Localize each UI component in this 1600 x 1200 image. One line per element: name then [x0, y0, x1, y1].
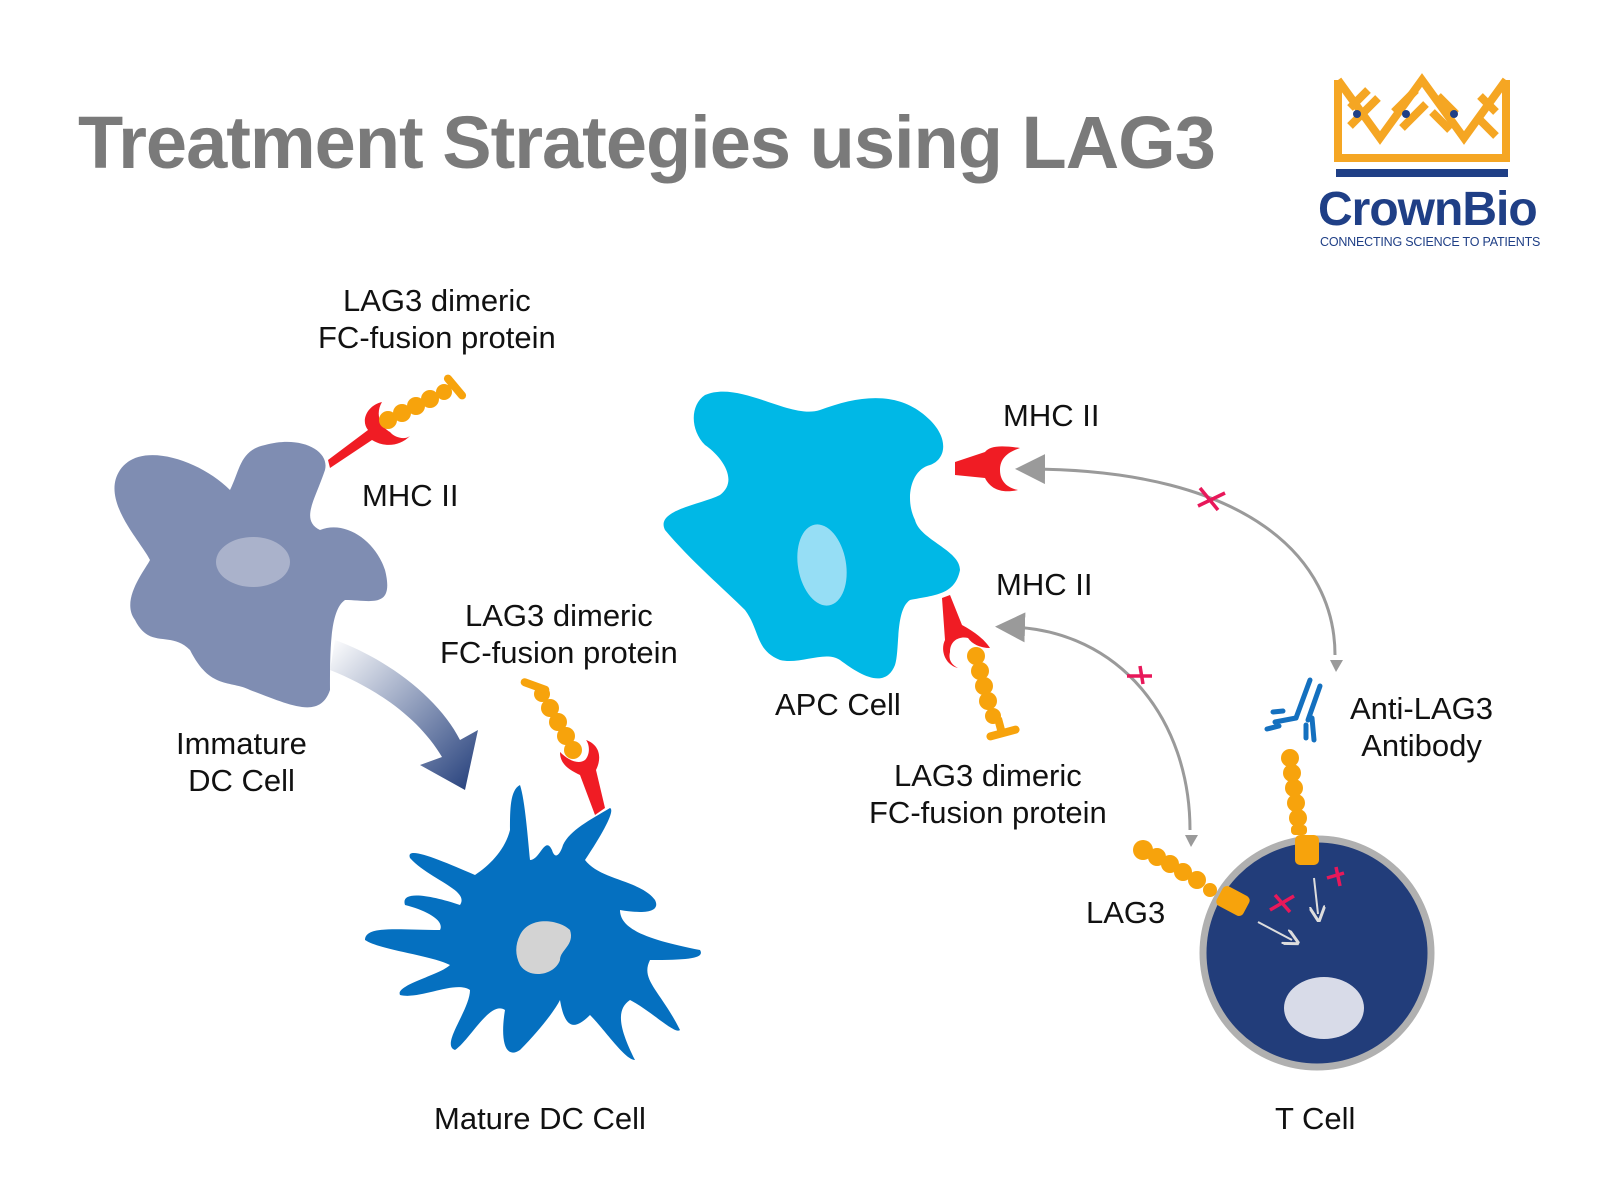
signal-arrow [1257, 921, 1292, 940]
label-line: FC-fusion protein [869, 795, 1107, 830]
label-line: Anti-LAG3 [1350, 691, 1494, 726]
mature-dc-cell [365, 785, 701, 1060]
label-line: FC-fusion protein [318, 320, 556, 355]
crown-base-bar [1336, 169, 1508, 177]
mhc-ii-receptor [955, 446, 1020, 492]
lag3-receptor [1133, 840, 1250, 916]
lag3-fusion-protein-top [379, 374, 467, 429]
lag3-fusion-protein-apc [967, 647, 1020, 741]
crown-dot-icon [1450, 110, 1458, 118]
block-x-icon [1197, 486, 1226, 512]
crownbio-crown-logo [1334, 73, 1510, 177]
anti-lag3-antibody-icon [1264, 677, 1323, 743]
maturation-arrow [330, 640, 478, 790]
label-line: DC Cell [188, 763, 295, 798]
block-x-icon [1269, 893, 1295, 914]
lag3-fusion-protein-mid [520, 678, 582, 759]
mature-dc-nucleus [516, 921, 572, 975]
label-mhc-ii-apc-bottom: MHC II [996, 567, 1093, 602]
label-fusion-protein-top: LAG3 dimeric FC-fusion protein [318, 282, 556, 356]
label-line: FC-fusion protein [440, 635, 678, 670]
signal-arrow [1314, 877, 1318, 914]
label-line: LAG3 dimeric [342, 283, 531, 318]
label-mhc-ii-apc-top: MHC II [1003, 398, 1100, 433]
label-fusion-protein-apc: LAG3 dimeric FC-fusion protein [869, 757, 1107, 831]
arrow-apc-to-antibody [1015, 454, 1337, 656]
crown-dot-icon [1402, 110, 1410, 118]
t-cell-nucleus [1284, 977, 1364, 1039]
label-fusion-protein-mid: LAG3 dimeric FC-fusion protein [440, 597, 678, 671]
label-mature-dc-cell: Mature DC Cell [434, 1101, 646, 1136]
label-line: LAG3 dimeric [464, 598, 653, 633]
label-anti-lag3-antibody: Anti-LAG3 Antibody [1350, 690, 1493, 764]
arrow-apc-to-lag3 [995, 612, 1192, 831]
mhc-ii-receptor [560, 740, 605, 815]
mhc-ii-receptor [942, 595, 990, 668]
crown-dot-icon [1353, 110, 1361, 118]
mhc-ii-receptor [328, 402, 410, 468]
brand-name: CrownBio [1318, 183, 1538, 236]
block-x-icon [1326, 866, 1345, 887]
immature-dc-nucleus [216, 537, 290, 587]
block-x-icon [1127, 665, 1152, 685]
brand-tagline: CONNECTING SCIENCE TO PATIENTS [1320, 235, 1541, 249]
label-line: Immature [176, 726, 307, 761]
label-lag3: LAG3 [1086, 895, 1166, 930]
lag3-receptor [1281, 749, 1319, 865]
page-title: Treatment Strategies using LAG3 [78, 101, 1216, 184]
label-line: LAG3 dimeric [893, 758, 1082, 793]
label-apc-cell: APC Cell [775, 687, 901, 722]
label-t-cell: T Cell [1275, 1101, 1356, 1136]
apc-nucleus [797, 524, 847, 606]
label-mhc-ii-immature: MHC II [362, 478, 459, 513]
label-line: Antibody [1361, 728, 1482, 763]
label-immature-dc-cell: Immature DC Cell [176, 725, 307, 799]
